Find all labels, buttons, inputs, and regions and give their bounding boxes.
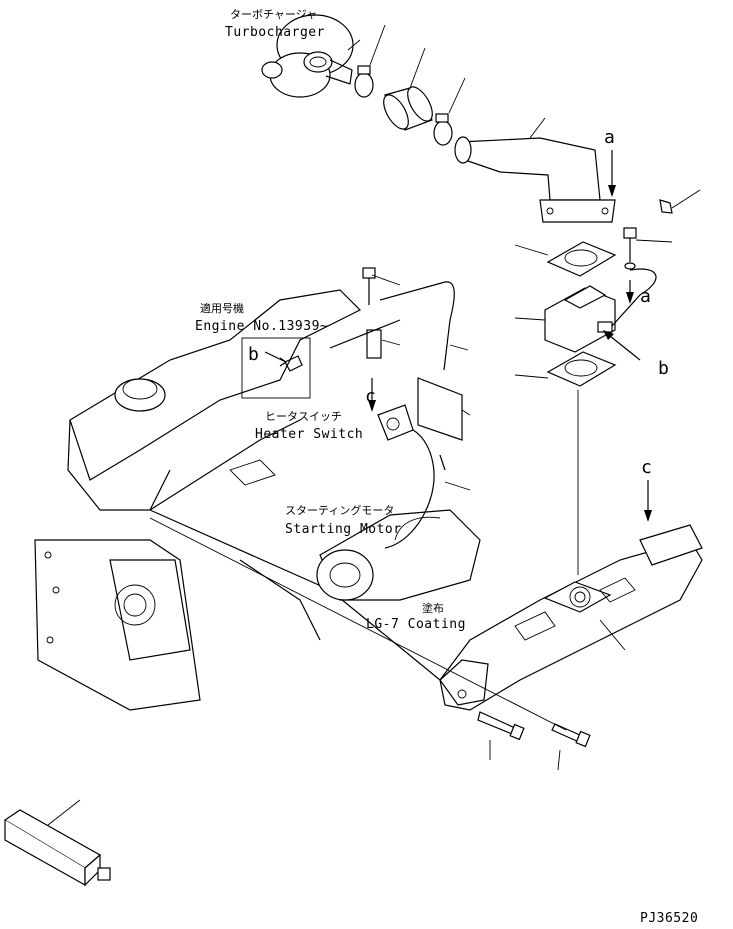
applicable-label-jp: 適用号機 — [200, 301, 244, 315]
starting-motor-label-en: Starting Motor — [285, 522, 402, 537]
starting-motor — [316, 509, 481, 601]
turbocharger-label-jp: ターボチャージャ — [230, 8, 317, 21]
starting-motor-label-jp: スターティングモータ — [285, 503, 394, 517]
gasket-lower — [546, 351, 617, 387]
bolt-top-right — [659, 199, 673, 214]
clamp-1 — [354, 65, 374, 98]
hose — [383, 86, 433, 131]
clamp-left — [261, 61, 283, 79]
leader-lines — [47, 24, 701, 826]
callout-a-top: a — [604, 127, 615, 148]
tool — [3, 809, 111, 887]
turbocharger-label-en: Turbocharger — [225, 25, 325, 40]
bolt-lower-left — [477, 711, 525, 741]
intake-heater — [544, 285, 616, 353]
air-connector-pipe — [454, 136, 616, 223]
gasket-upper — [546, 241, 617, 277]
turbocharger — [269, 14, 354, 98]
heater-relay-wire — [329, 267, 455, 371]
coating-label-jp: 塗布 — [422, 601, 444, 615]
callout-a-right: a — [640, 286, 651, 307]
wire-to-motor — [439, 454, 446, 471]
engine-no-label: Engine No.13939~ — [195, 319, 328, 334]
clamp-2 — [433, 113, 453, 146]
bracket — [417, 377, 463, 441]
arrows — [368, 150, 652, 522]
heater-wire — [611, 268, 657, 327]
bolt-upper — [623, 227, 637, 270]
callout-c-block: c — [365, 386, 376, 407]
heater-switch-label-en: Heater Switch — [255, 427, 363, 442]
callout-b-right: b — [658, 358, 669, 379]
heater-switch — [377, 404, 435, 549]
inset-detail-b — [241, 337, 311, 399]
callout-c-manifold: c — [641, 457, 652, 478]
drawing-code: PJ36520 — [640, 911, 698, 926]
intake-manifold — [439, 524, 703, 711]
bolt-lower-right — [551, 723, 591, 748]
coating-label-en: LG-7 Coating — [366, 617, 466, 632]
callout-b-inset: b — [248, 344, 259, 365]
heater-switch-label-jp: ヒータスイッチ — [265, 410, 342, 423]
